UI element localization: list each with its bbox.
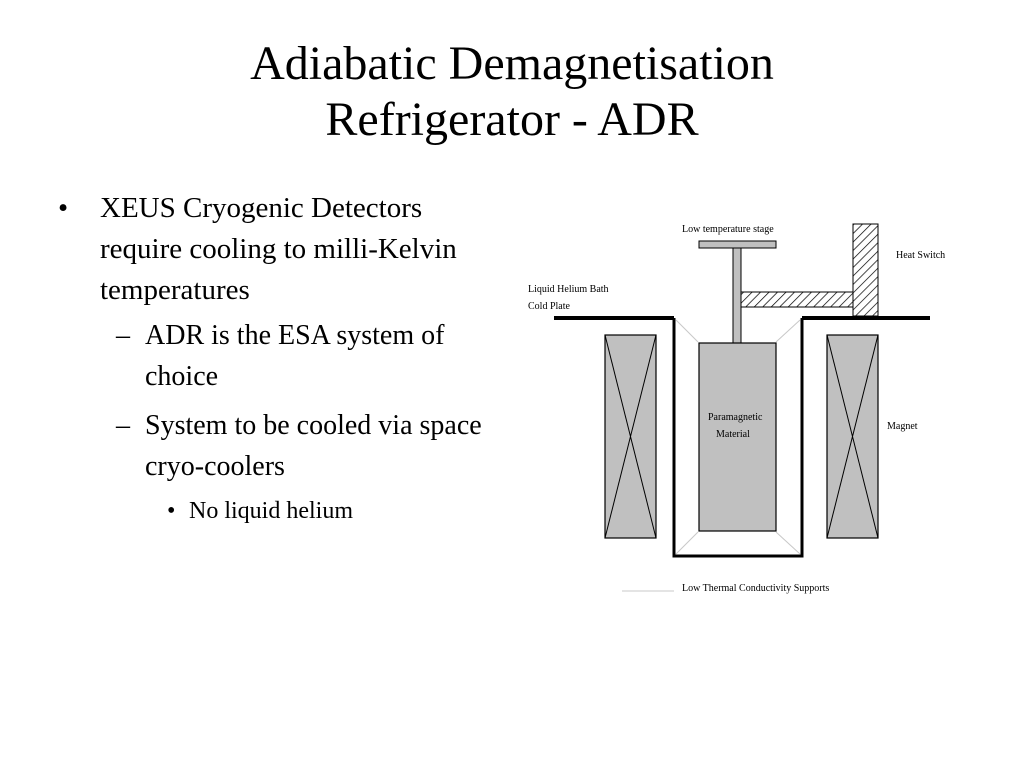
magnet-left [604,334,657,539]
bullet-text: XEUS Cryogenic Detectors require cooling… [100,192,457,306]
magnet-label: Magnet [887,421,918,432]
bullet-item: • XEUS Cryogenic Detectors require cooli… [58,188,498,311]
title-line-1: Adiabatic Demagnetisation [250,37,774,90]
thermal-supports [622,319,801,592]
magnet-right [826,334,879,539]
cold-plate-label: Cold Plate [528,301,571,312]
sub-bullet-item: – ADR is the ESA system of choice [58,315,498,397]
slide-title: Adiabatic Demagnetisation Refrigerator -… [0,36,1024,148]
sub-bullet-text: System to be cooled via space cryo-coole… [145,410,482,482]
helium-well [672,318,804,558]
paramagnetic-label: Paramagnetic [708,412,763,423]
heat-switch [740,223,879,317]
supports-label: Low Thermal Conductivity Supports [682,583,829,594]
sub-bullet-item: – System to be cooled via space cryo-coo… [58,405,498,487]
bullet-marker: • [58,192,69,224]
title-line-2: Refrigerator - ADR [325,93,699,146]
sub-sub-bullet-item: • No liquid helium [58,495,498,527]
bullet-marker: • [167,498,176,524]
dash-marker: – [116,410,130,441]
sub-sub-bullet-text: No liquid helium [189,498,353,524]
sub-bullet-text: ADR is the ESA system of choice [145,320,445,392]
liquid-helium-bath-label: Liquid Helium Bath [528,284,609,295]
heat-switch-label: Heat Switch [896,250,945,261]
low-temperature-stage-label: Low temperature stage [682,224,774,235]
paramagnetic-material [698,342,777,532]
material-label: Material [716,429,750,440]
bullet-list: • XEUS Cryogenic Detectors require cooli… [58,188,498,527]
dash-marker: – [116,320,130,351]
